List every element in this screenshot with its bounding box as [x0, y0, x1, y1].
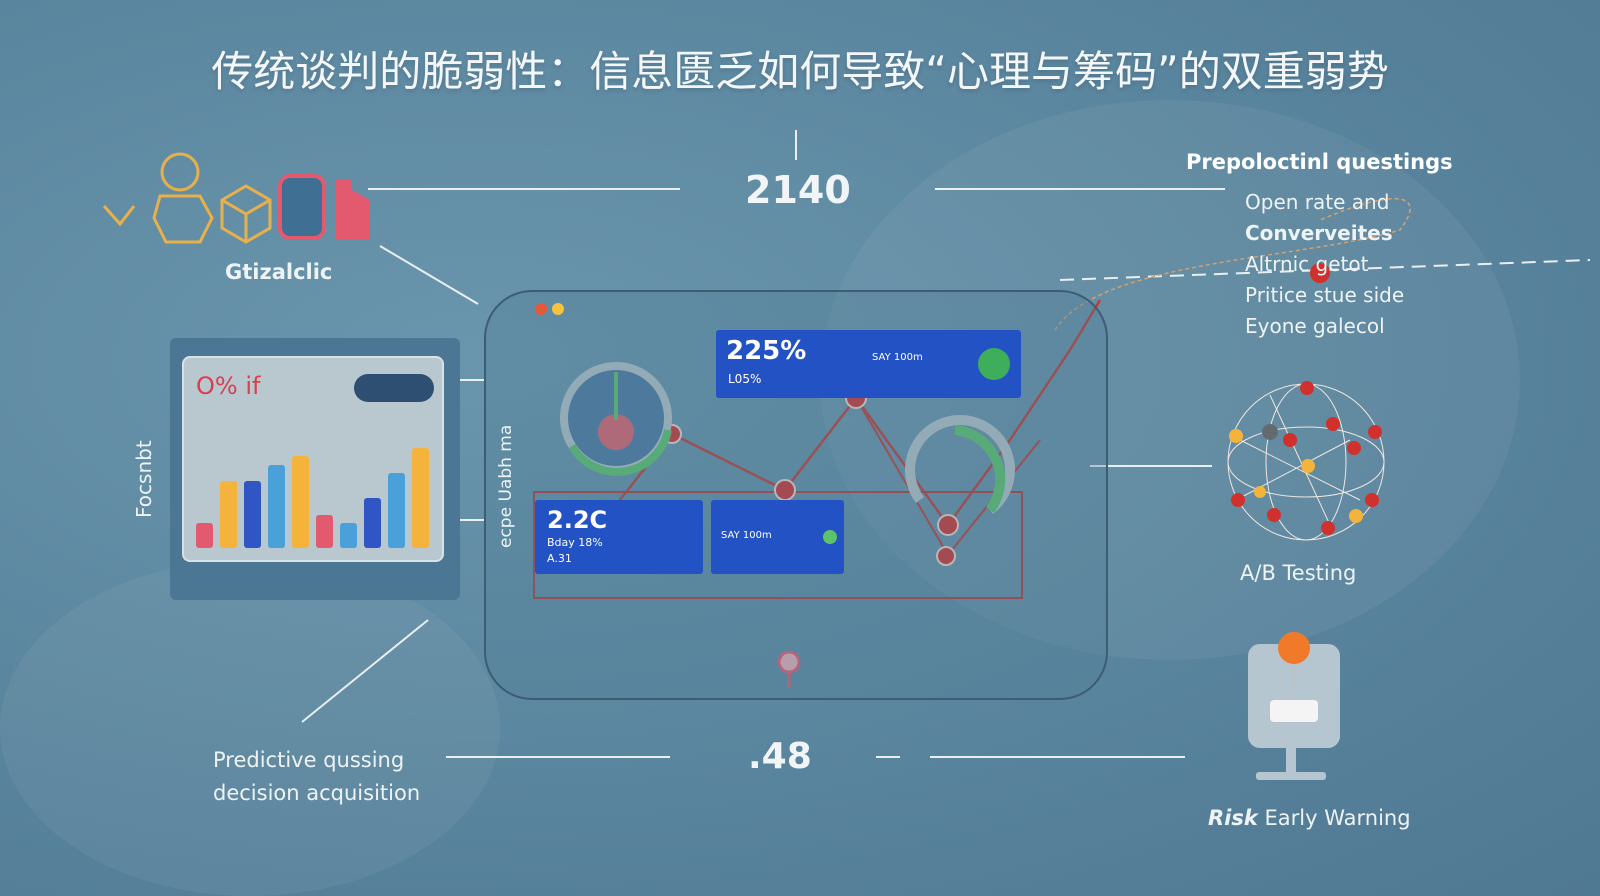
metric-card: SAY 100m: [711, 500, 844, 574]
status-icon: [978, 348, 1010, 380]
bar: [292, 456, 309, 548]
gauge-center: [598, 414, 634, 450]
bar: [316, 514, 333, 548]
list-item: Altrnic getot: [1245, 252, 1369, 276]
bar: [388, 473, 405, 548]
card-sub: Bday 18%: [547, 536, 603, 549]
bar: [412, 448, 429, 548]
bottom-left-label: Predictive qussing decision acquisition: [213, 744, 420, 810]
document-icon: [336, 180, 370, 240]
device-vertical-label: ecpe Uabh ma: [496, 424, 516, 548]
background-shape: [0, 560, 500, 896]
database-icon: [278, 174, 326, 240]
window-dot: [535, 303, 547, 315]
card-side: SAY 100m: [872, 352, 923, 363]
card-sub: L05%: [728, 372, 762, 386]
bar: [220, 481, 237, 548]
card-sub: A.31: [547, 552, 572, 565]
dotted-path: [1054, 197, 1411, 331]
label-line: decision acquisition: [213, 781, 421, 805]
status-icon: [823, 530, 837, 544]
right-list: Open rate and Converveites Altrnic getot…: [1245, 187, 1565, 342]
mini-chart-card: O% if: [182, 356, 444, 562]
connector-line: [301, 619, 429, 723]
risk-rest: Early Warning: [1257, 806, 1411, 830]
chart-header: O% if: [196, 372, 261, 400]
people-icon: [102, 152, 272, 244]
bar: [364, 498, 381, 548]
label-line: Predictive qussing: [213, 748, 405, 772]
data-point: [937, 514, 959, 536]
gauge-icon: [905, 415, 1015, 514]
risk-label: Risk Early Warning: [1208, 806, 1411, 830]
cube-icon: [220, 184, 272, 244]
icons-label: Gtizalclic: [225, 260, 333, 284]
vertical-label: Focsnbt: [132, 440, 156, 518]
toggle-switch[interactable]: [354, 374, 434, 402]
data-point: [936, 546, 956, 566]
marker-dot: [1310, 263, 1330, 283]
page-title: 传统谈判的脆弱性：信息匮乏如何导致“心理与筹码”的双重弱势: [211, 47, 1389, 96]
card-value: 225%: [726, 336, 807, 366]
bar: [340, 523, 357, 548]
trend-line: [603, 299, 1102, 528]
right-list-heading: Prepoloctinl questings: [1186, 150, 1453, 174]
location-alert-icon: [1278, 632, 1311, 710]
map-pin-icon: [777, 650, 801, 689]
list-item: Eyone galecol: [1245, 314, 1385, 338]
list-item: Open rate and: [1245, 190, 1390, 214]
list-item: Converveites: [1245, 221, 1393, 245]
left-dashboard-panel: O% if: [170, 338, 460, 600]
card-value: 2.2C: [547, 506, 608, 534]
metric-card: 2.2C Bday 18% A.31: [535, 500, 703, 574]
bar: [268, 464, 285, 548]
window-dot: [552, 303, 564, 315]
gauge-fill: [954, 425, 1006, 514]
metric-card: 225% L05% SAY 100m: [716, 330, 1021, 398]
network-nodes: [1229, 381, 1382, 535]
card-side: SAY 100m: [721, 530, 772, 541]
bar-group: [196, 438, 429, 548]
gauge-fill: [568, 429, 672, 476]
list-item: Pritice stue side: [1245, 283, 1405, 307]
bottom-metric: .48: [748, 736, 812, 777]
top-metric: 2140: [745, 168, 851, 212]
bar: [244, 481, 261, 548]
bar: [196, 523, 213, 548]
connector-line: [379, 245, 479, 305]
network-label: A/B Testing: [1240, 561, 1357, 585]
risk-word: Risk: [1208, 806, 1258, 830]
